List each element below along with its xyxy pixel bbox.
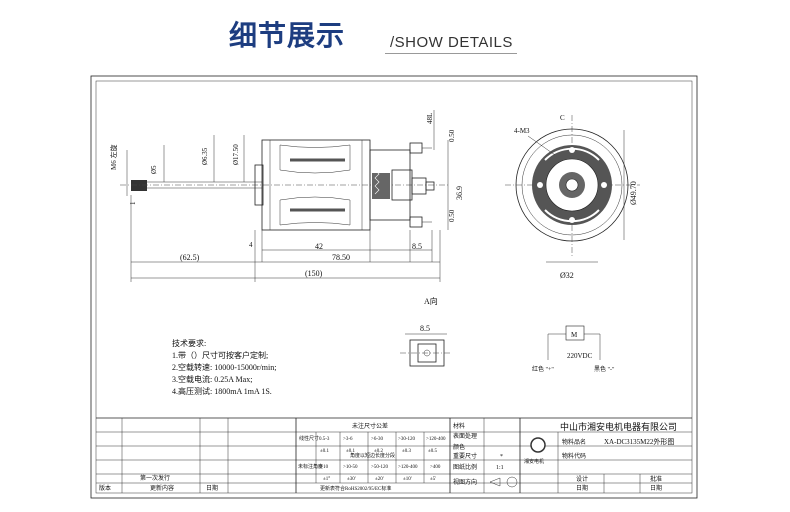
company-logo xyxy=(530,437,546,453)
part-name: XA-DC3135M22外形图 xyxy=(604,437,674,446)
version-label: 版本 xyxy=(99,484,111,492)
ang-range: 0-10 xyxy=(319,465,329,470)
tol: ±0.3 xyxy=(402,449,411,454)
ang-range: >400 xyxy=(430,465,441,470)
dim-c: C xyxy=(560,114,565,122)
material-label: 材料 xyxy=(453,422,465,430)
page-title: 细节展示 xyxy=(229,19,346,52)
dim-d635: Ø6.35 xyxy=(201,147,209,165)
scale-label: 图纸比例 xyxy=(453,463,477,471)
wiring-schematic: M 220VDC 红色 "+" 黑色 "-" xyxy=(532,325,615,373)
rohs-std: 更新表符合RoHS2002/95/EC标准 xyxy=(320,485,391,492)
logo-text: 湘安电机 xyxy=(524,458,544,465)
dim-d32: Ø32 xyxy=(560,271,574,280)
dim-d5: Ø5 xyxy=(150,165,158,174)
note-item: 2.空载转速: 10000-15000r/min; xyxy=(172,362,276,372)
range: >6-30 xyxy=(371,437,383,442)
side-view: M6 左旋 Ø5 1 Ø6.35 Ø17.50 48L 0.50 36.9 0.… xyxy=(109,110,464,282)
angle-title: 角度以短边长度分段 xyxy=(350,452,395,459)
ang-tol: ±30' xyxy=(347,477,356,482)
dim-m6: M6 左旋 xyxy=(109,145,118,170)
tol: ±0.2 xyxy=(374,449,383,454)
important-mark: * xyxy=(500,454,503,460)
dim-4m3: 4-M3 xyxy=(514,127,530,135)
a-view-detail: A向 8.5 xyxy=(400,296,452,367)
page-subtitle: /SHOW DETAILS xyxy=(390,34,513,51)
outer-border xyxy=(90,75,698,499)
change-label: 更新内容 xyxy=(150,484,174,492)
dim-050-top: 0.50 xyxy=(448,129,456,142)
title-block: 未注尺寸公差 材料 表面处理 颜色 重要尺寸 * 图纸比例 1:1 视图方向 线… xyxy=(96,417,692,493)
ang-tol: ±5' xyxy=(430,477,436,482)
approve-label: 批准 xyxy=(650,475,662,483)
angle-label: 未标注角度 xyxy=(298,463,323,470)
tol-title: 未注尺寸公差 xyxy=(352,422,388,430)
notes-title: 技术要求: xyxy=(172,338,206,348)
black-wire-label: 黑色 "-" xyxy=(594,365,615,373)
date3-label: 日期 xyxy=(650,484,662,492)
a-view-label: A向 xyxy=(424,296,438,306)
range: >3-6 xyxy=(343,437,353,442)
tol: ±0.5 xyxy=(428,449,437,454)
date-label: 日期 xyxy=(206,484,218,492)
linear-label: 线性尺寸 xyxy=(299,435,319,442)
design-label: 设计 xyxy=(576,475,588,483)
part-code-label: 物料代码 xyxy=(562,452,586,460)
technical-notes: 技术要求: 1.带（）尺寸可按客户定制; 2.空载转速: 10000-15000… xyxy=(172,338,276,396)
range: 0.5-3 xyxy=(319,437,330,442)
revision-row: 第一次发行 xyxy=(140,474,170,482)
ang-tol: ±10' xyxy=(403,477,412,482)
dim-d4970: Ø49.70 xyxy=(629,181,638,205)
dim-150: (150) xyxy=(305,269,323,278)
ang-tol: ±1° xyxy=(323,477,330,482)
tol: ±0.1 xyxy=(346,449,355,454)
shaft-thread xyxy=(131,180,147,191)
dim-85a: 8.5 xyxy=(412,242,422,251)
range: >30-120 xyxy=(398,437,415,442)
important-label: 重要尺寸 xyxy=(453,452,477,460)
surface-label: 表面处理 xyxy=(453,432,477,440)
company-name: 中山市湘安电机电器有限公司 xyxy=(560,421,677,432)
range: >120-400 xyxy=(426,437,446,442)
scale-value: 1:1 xyxy=(496,465,504,471)
ang-tol: ±20' xyxy=(375,477,384,482)
ang-range: >120-400 xyxy=(398,465,418,470)
ang-range: >10-50 xyxy=(343,465,358,470)
tol: ±0.1 xyxy=(320,449,329,454)
view-label: 视图方向 xyxy=(453,478,477,486)
subtitle-underline xyxy=(385,53,517,54)
motor-symbol: M xyxy=(571,331,578,339)
ang-range: >50-120 xyxy=(371,465,388,470)
dim-d1750: Ø17.50 xyxy=(232,144,240,165)
color-label: 颜色 xyxy=(453,443,465,451)
voltage-label: 220VDC xyxy=(567,352,593,360)
part-name-label: 物料品名 xyxy=(562,438,586,446)
dim-85b: 8.5 xyxy=(420,324,430,333)
note-item: 3.空载电流: 0.25A Max; xyxy=(172,374,252,384)
note-item: 4.高压测试: 1800mA 1mA 1S. xyxy=(172,386,272,396)
note-item: 1.带（）尺寸可按客户定制; xyxy=(172,350,268,360)
dim-7850: 78.50 xyxy=(332,253,350,262)
dim-4: 4 xyxy=(249,241,253,249)
front-view: 4-M3 C Ø49.70 Ø32 xyxy=(505,114,640,280)
date2-label: 日期 xyxy=(576,484,588,492)
dim-050-bot: 0.50 xyxy=(448,209,456,222)
dim-42: 42 xyxy=(315,242,323,251)
dim-48: 48L xyxy=(426,113,434,124)
dim-1: 1 xyxy=(129,201,137,205)
inner-border xyxy=(95,80,693,494)
dim-6250: (62.5) xyxy=(180,253,200,262)
dim-369: 36.9 xyxy=(455,186,464,200)
red-wire-label: 红色 "+" xyxy=(532,365,554,373)
